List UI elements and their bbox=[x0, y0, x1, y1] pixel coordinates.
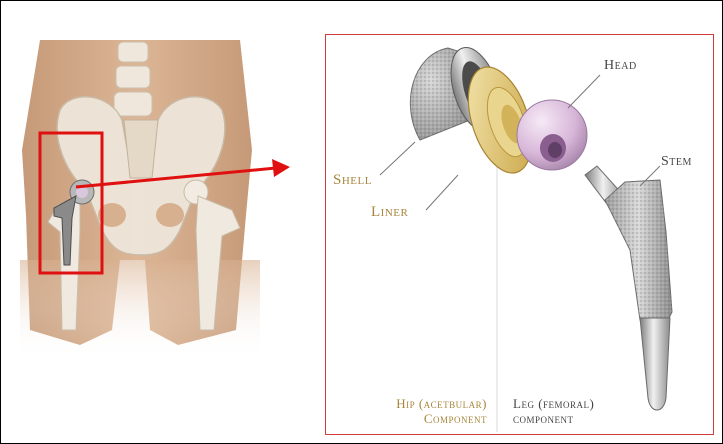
obturator-right bbox=[156, 203, 184, 227]
hip-component-line2: Component bbox=[347, 411, 487, 426]
leg-fade bbox=[20, 260, 260, 360]
sacrum bbox=[124, 120, 158, 178]
pelvis-illustration bbox=[20, 40, 290, 360]
implant-panel bbox=[326, 35, 714, 435]
hip-component-caption: Hip (acetbular) Component bbox=[347, 396, 487, 426]
shell-label: Shell bbox=[333, 172, 372, 189]
leg-component-line1: Leg (femoral) bbox=[513, 396, 653, 411]
liner-label: Liner bbox=[371, 204, 408, 221]
femoral-head bbox=[517, 100, 587, 170]
stem-label: Stem bbox=[661, 154, 692, 170]
leg-component-caption: Leg (femoral) component bbox=[513, 396, 653, 426]
hip-component-line1: Hip (acetbular) bbox=[347, 396, 487, 411]
spine bbox=[114, 42, 152, 116]
head-label: Head bbox=[604, 58, 637, 74]
leg-component-line2: component bbox=[513, 411, 653, 426]
